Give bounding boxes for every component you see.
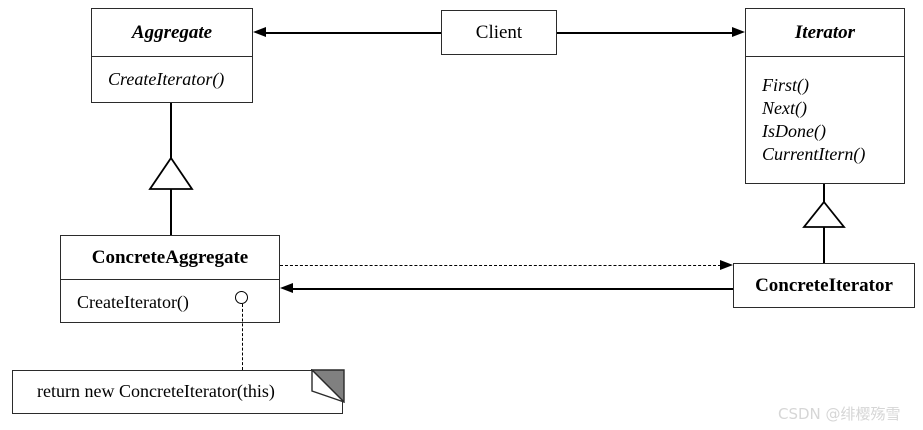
aggregate-operations-compartment: CreateIterator() [92,57,252,102]
aggregate-operation-create-iterator: CreateIterator() [108,69,225,89]
client-class-name: Client [475,21,523,43]
client-title-compartment: Client [442,11,556,54]
generalization-iterator-upper-line [823,184,825,204]
concrete-aggregate-operation-create-iterator: CreateIterator() [77,291,189,312]
iterator-title-compartment: Iterator [746,9,904,57]
class-box-concrete-aggregate[interactable]: ConcreteAggregate CreateIterator() [60,235,280,323]
note-box-create-iterator-body[interactable] [12,370,343,414]
aggregate-class-name: Aggregate [131,21,213,43]
association-client-to-aggregate-line [265,32,441,34]
generalization-iterator-lower-line [823,227,825,263]
iterator-operation-first: First() [762,75,809,95]
class-box-concrete-iterator[interactable]: ConcreteIterator [733,263,915,308]
association-concrete-iterator-to-concrete-aggregate-arrowhead [280,282,293,293]
association-client-to-iterator-line [557,32,733,34]
class-box-client[interactable]: Client [441,10,557,55]
association-client-to-aggregate-arrowhead [253,26,266,37]
note-anchor-circle [235,291,248,304]
generalization-aggregate-upper-line [170,103,172,161]
class-box-aggregate[interactable]: Aggregate CreateIterator() [91,8,253,103]
class-box-iterator[interactable]: Iterator First() Next() IsDone() Current… [745,8,905,184]
concrete-iterator-title-compartment: ConcreteIterator [734,264,914,307]
note-folded-corner-icon [311,369,345,403]
iterator-class-name: Iterator [794,21,856,43]
concrete-aggregate-class-name: ConcreteAggregate [91,246,249,268]
association-client-to-iterator-arrowhead [732,26,745,37]
concrete-aggregate-operations-compartment: CreateIterator() [61,280,279,324]
concrete-iterator-class-name: ConcreteIterator [755,274,893,296]
generalization-iterator-triangle-outline [802,200,846,228]
association-concrete-iterator-to-concrete-aggregate-line [293,288,733,290]
note-text: return new ConcreteIterator(this) [37,381,275,401]
aggregate-title-compartment: Aggregate [92,9,252,57]
iterator-operation-currentitem: CurrentItern() [762,144,866,164]
iterator-operations-compartment: First() Next() IsDone() CurrentItern() [746,57,904,183]
iterator-operation-isdone: IsDone() [762,121,826,141]
generalization-aggregate-triangle-outline [148,156,194,190]
watermark-text: CSDN @绯樱殇雪 [778,405,901,423]
concrete-aggregate-title-compartment: ConcreteAggregate [61,236,279,280]
dependency-concrete-aggregate-to-concrete-iterator-arrowhead [720,259,733,270]
generalization-aggregate-lower-line [170,189,172,235]
note-anchor-dashed-line [241,304,243,370]
iterator-operation-next: Next() [762,98,807,118]
dependency-concrete-aggregate-to-concrete-iterator-line [280,265,721,266]
